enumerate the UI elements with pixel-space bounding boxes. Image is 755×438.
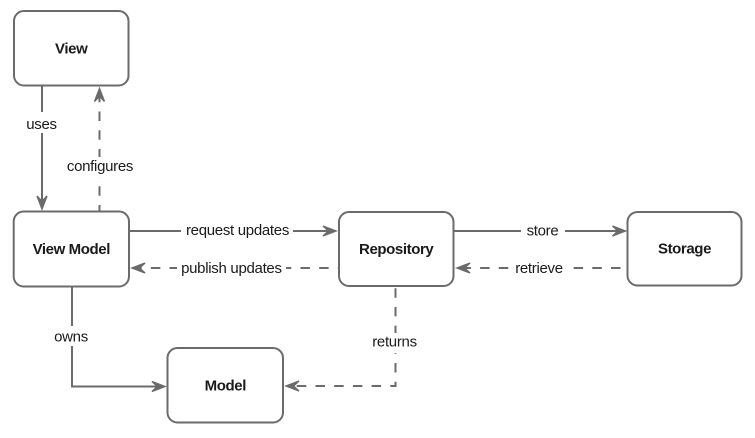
svg-text:owns: owns	[54, 328, 88, 345]
svg-text:returns: returns	[372, 334, 417, 351]
svg-text:View: View	[55, 40, 88, 57]
svg-text:retrieve: retrieve	[515, 260, 563, 277]
svg-text:View Model: View Model	[33, 241, 111, 258]
svg-text:request updates: request updates	[186, 222, 289, 239]
svg-text:Repository: Repository	[359, 241, 434, 258]
svg-text:Storage: Storage	[658, 241, 711, 258]
svg-text:Model: Model	[205, 378, 247, 395]
svg-text:uses: uses	[26, 116, 57, 133]
svg-text:publish updates: publish updates	[181, 260, 282, 277]
svg-text:store: store	[527, 222, 559, 239]
svg-text:configures: configures	[67, 158, 133, 175]
